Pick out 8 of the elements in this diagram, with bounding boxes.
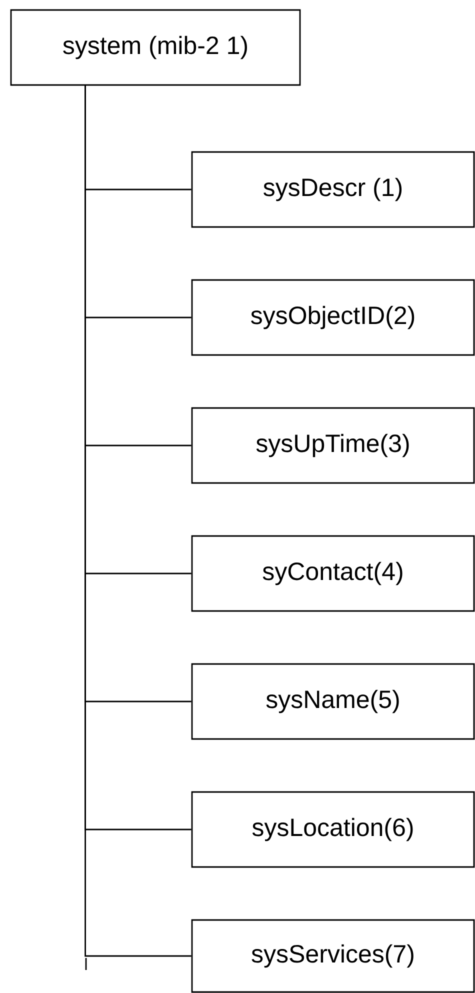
child-box: sysObjectID(2) (191, 279, 475, 356)
child-box: sysDescr (1) (191, 151, 475, 228)
child-box: sysUpTime(3) (191, 407, 475, 484)
child-box: syContact(4) (191, 535, 475, 612)
root-box: system (mib-2 1) (10, 9, 301, 86)
child-box: sysName(5) (191, 663, 475, 740)
child-box: sysLocation(6) (191, 791, 475, 868)
child-box: sysServices(7) (191, 919, 475, 993)
